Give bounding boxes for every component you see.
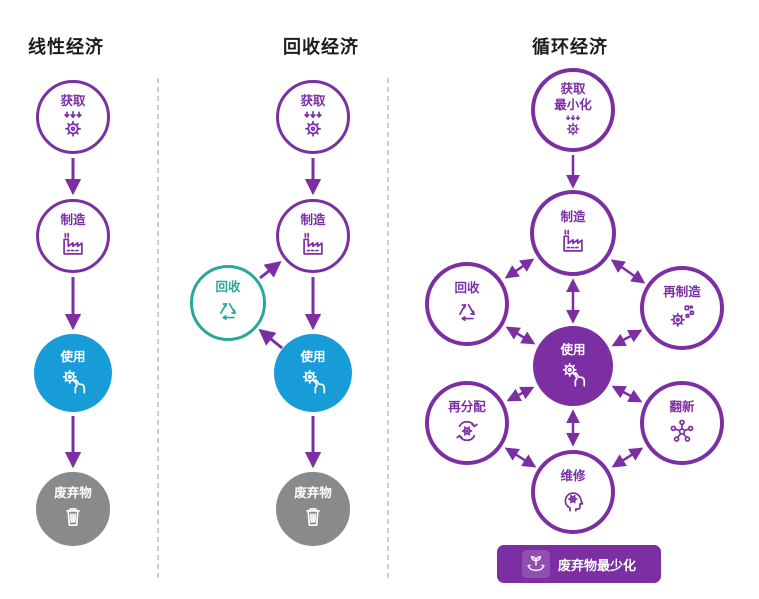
node-recycling-use: 使用 xyxy=(274,334,352,412)
node-recycling-recycle-label: 回收 xyxy=(215,279,241,295)
node-circular-remanufacture-label: 再制造 xyxy=(663,284,701,300)
trash-can-icon xyxy=(298,502,328,532)
acquire-gear-down-arrows-icon xyxy=(58,110,88,140)
arrow-circular-redistribute-repair xyxy=(504,447,537,468)
node-circular-refurbish-label: 翻新 xyxy=(669,399,695,415)
node-linear-use: 使用 xyxy=(34,334,112,412)
factory-icon xyxy=(558,226,588,256)
arrow-recycling-recycle-manufacture xyxy=(259,260,282,280)
circular-arrows-gear-icon xyxy=(452,416,482,446)
node-recycling-waste: 废弃物 xyxy=(276,472,350,546)
node-linear-acquire: 获取 xyxy=(36,80,110,154)
node-circular-refurbish: 翻新 xyxy=(640,381,724,465)
node-linear-waste-label: 废弃物 xyxy=(54,485,92,501)
node-linear-manufacture: 制造 xyxy=(36,199,110,273)
hand-click-gear-icon xyxy=(298,366,328,396)
node-recycling-acquire: 获取 xyxy=(276,80,350,154)
factory-icon xyxy=(298,229,328,259)
linear-economy-title: 线性经济 xyxy=(28,37,104,58)
arrow-circular-manufacture-remanufacture xyxy=(610,259,646,284)
node-circular-recycle: 回收 xyxy=(425,262,509,346)
recycling-economy-title: 回收经济 xyxy=(283,37,359,58)
hand-click-gear-icon xyxy=(558,359,588,389)
node-circular-manufacture-label: 制造 xyxy=(560,209,586,225)
node-recycling-recycle: 回收 xyxy=(190,265,266,341)
banner-icon-wrap xyxy=(521,550,550,578)
arrow-circular-recycle-use xyxy=(505,326,536,345)
acquire-gear-down-arrows-icon xyxy=(298,110,328,140)
waste-minimized-label: 废弃物最少化 xyxy=(557,558,636,574)
arrow-circular-repair-refurbish xyxy=(611,447,644,468)
arrow-recycling-use-recycle xyxy=(258,328,283,350)
node-recycling-use-label: 使用 xyxy=(300,349,326,365)
head-with-gear-icon xyxy=(558,485,588,515)
node-linear-use-label: 使用 xyxy=(60,349,86,365)
waste-minimized-banner: 废弃物最少化 xyxy=(497,545,661,583)
factory-icon xyxy=(58,229,88,259)
node-circular-redistribute-label: 再分配 xyxy=(448,399,486,415)
node-recycling-acquire-label: 获取 xyxy=(300,93,326,109)
arrow-circular-manufacture-recycle xyxy=(504,258,535,279)
node-linear-acquire-label: 获取 xyxy=(60,93,86,109)
node-circular-use: 使用 xyxy=(533,326,613,406)
recycle-arrows-icon xyxy=(452,297,482,327)
circular-economy-title: 循环经济 xyxy=(532,37,608,58)
acquire-gear-down-arrows-icon xyxy=(561,114,585,138)
arrow-circular-refurbish-use xyxy=(611,385,643,403)
arrow-circular-redistribute-use xyxy=(506,386,535,402)
node-circular-remanufacture: 再制造 xyxy=(640,266,724,350)
recycle-arrows-icon xyxy=(213,296,243,326)
hand-click-gear-icon xyxy=(58,366,88,396)
trash-can-icon xyxy=(58,502,88,532)
network-nodes-icon xyxy=(667,416,697,446)
node-recycling-manufacture: 制造 xyxy=(276,199,350,273)
node-circular-manufacture: 制造 xyxy=(530,190,616,276)
node-circular-repair: 维修 xyxy=(531,450,615,534)
node-circular-recycle-label: 回收 xyxy=(454,280,480,296)
gear-disassemble-icon xyxy=(667,301,697,331)
hands-holding-plant-icon xyxy=(524,552,548,576)
node-circular-acquire-label-line2: 最小化 xyxy=(554,97,592,112)
node-circular-acquire-minimized: 获取 最小化 xyxy=(531,68,615,152)
node-circular-redistribute: 再分配 xyxy=(425,381,509,465)
node-linear-waste: 废弃物 xyxy=(36,472,110,546)
node-recycling-manufacture-label: 制造 xyxy=(300,212,326,228)
node-linear-manufacture-label: 制造 xyxy=(60,212,86,228)
node-circular-use-label: 使用 xyxy=(560,342,586,358)
node-circular-repair-label: 维修 xyxy=(560,468,586,484)
node-circular-acquire-label-line1: 获取 xyxy=(560,81,586,97)
node-recycling-waste-label: 废弃物 xyxy=(294,485,332,501)
arrow-circular-remanufacture-use xyxy=(611,329,643,347)
